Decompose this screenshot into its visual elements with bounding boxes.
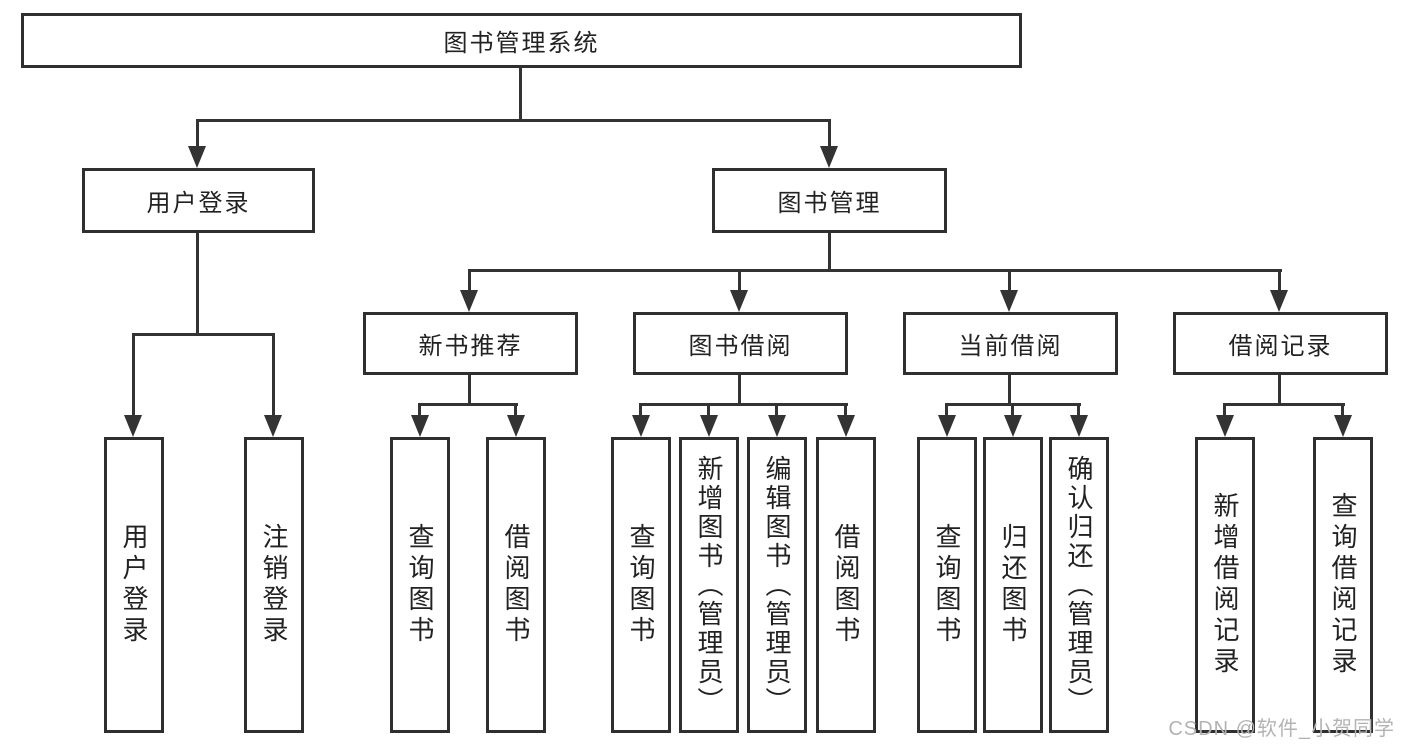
node-leaf-confirm-return-admin: 确认归还（管理员） — [1049, 437, 1109, 733]
connector-stem-leaf — [1011, 403, 1014, 417]
node-leaf-query-borrow-record: 查询借阅记录 — [1313, 437, 1373, 733]
node-leaf-return-books: 归还图书 — [983, 437, 1043, 733]
connector-book-management-stub — [828, 233, 831, 271]
node-leaf-borrow-books: 借阅图书 — [816, 437, 876, 733]
node-leaf-borrow-books-recommend: 借阅图书 — [486, 437, 546, 733]
connector-user-login-stub — [196, 233, 199, 336]
connector-stem-leaf — [945, 403, 948, 417]
node-borrowing-records: 借阅记录 — [1173, 312, 1388, 375]
node-user-login: 用户登录 — [82, 168, 315, 233]
arrowhead-down-icon — [124, 415, 142, 437]
connector-group1-hline — [418, 403, 518, 406]
connector-group2-hline — [639, 403, 848, 406]
connector-group4-hline — [1223, 403, 1345, 406]
arrowhead-down-icon — [730, 290, 748, 312]
arrowhead-down-icon — [632, 415, 650, 437]
connector-stem-leaf — [639, 403, 642, 417]
connector-stem-leaf — [1077, 403, 1080, 417]
node-new-book-recommendation: 新书推荐 — [363, 312, 578, 375]
arrowhead-down-icon — [1270, 290, 1288, 312]
node-leaf-query-books-current: 查询图书 — [917, 437, 977, 733]
node-book-management: 图书管理 — [712, 168, 947, 233]
connector-level3-hline — [468, 269, 1282, 272]
arrowhead-down-icon — [768, 415, 786, 437]
connector-root-hline — [196, 119, 831, 122]
connector-stem-current-borrow — [1008, 269, 1011, 290]
node-leaf-edit-books-admin: 编辑图书（管理员） — [747, 437, 807, 733]
arrowhead-down-icon — [1216, 415, 1234, 437]
arrowhead-down-icon — [938, 415, 956, 437]
arrowhead-down-icon — [1004, 415, 1022, 437]
connector-stem-leaf — [418, 403, 421, 417]
connector-stem-new-book — [468, 269, 471, 290]
connector-group4-stub — [1278, 375, 1281, 406]
arrowhead-down-icon — [460, 290, 478, 312]
connector-stem-book-management — [828, 119, 831, 146]
connector-stem-leaf — [1223, 403, 1226, 417]
connector-group1-stub — [468, 375, 471, 406]
connector-stem-leaf — [1341, 403, 1344, 417]
arrowhead-down-icon — [700, 415, 718, 437]
arrowhead-down-icon — [1000, 290, 1018, 312]
connector-stem-leaf — [707, 403, 710, 417]
node-leaf-add-borrow-record: 新增借阅记录 — [1195, 437, 1255, 733]
node-current-borrowing: 当前借阅 — [903, 312, 1118, 375]
connector-stem-leaf-user-login — [132, 333, 135, 415]
node-library-system: 图书管理系统 — [21, 13, 1022, 68]
node-leaf-user-login: 用户登录 — [104, 437, 164, 733]
arrowhead-down-icon — [1070, 415, 1088, 437]
connector-stem-leaf-logout — [272, 333, 275, 415]
arrowhead-down-icon — [411, 415, 429, 437]
connector-stem-leaf — [514, 403, 517, 417]
connector-group3-stub — [1008, 375, 1011, 406]
node-leaf-logout: 注销登录 — [244, 437, 304, 733]
connector-user-login-hline — [132, 333, 275, 336]
arrowhead-down-icon — [188, 146, 206, 168]
connector-stem-leaf — [775, 403, 778, 417]
node-leaf-add-books-admin: 新增图书（管理员） — [679, 437, 739, 733]
node-leaf-query-books-borrow: 查询图书 — [611, 437, 671, 733]
node-book-borrowing: 图书借阅 — [633, 312, 848, 375]
arrowhead-down-icon — [1334, 415, 1352, 437]
connector-stem-user-login — [196, 119, 199, 146]
connector-stem-leaf — [844, 403, 847, 417]
node-leaf-query-books-recommend: 查询图书 — [390, 437, 450, 733]
connector-group2-stub — [738, 375, 741, 406]
connector-root-stub — [519, 68, 522, 120]
connector-stem-book-borrow — [738, 269, 741, 290]
connector-stem-borrow-records — [1278, 269, 1281, 290]
csdn-watermark: CSDN @软件_小贺同学 — [1168, 718, 1395, 740]
arrowhead-down-icon — [507, 415, 525, 437]
arrowhead-down-icon — [837, 415, 855, 437]
arrowhead-down-icon — [820, 146, 838, 168]
arrowhead-down-icon — [264, 415, 282, 437]
